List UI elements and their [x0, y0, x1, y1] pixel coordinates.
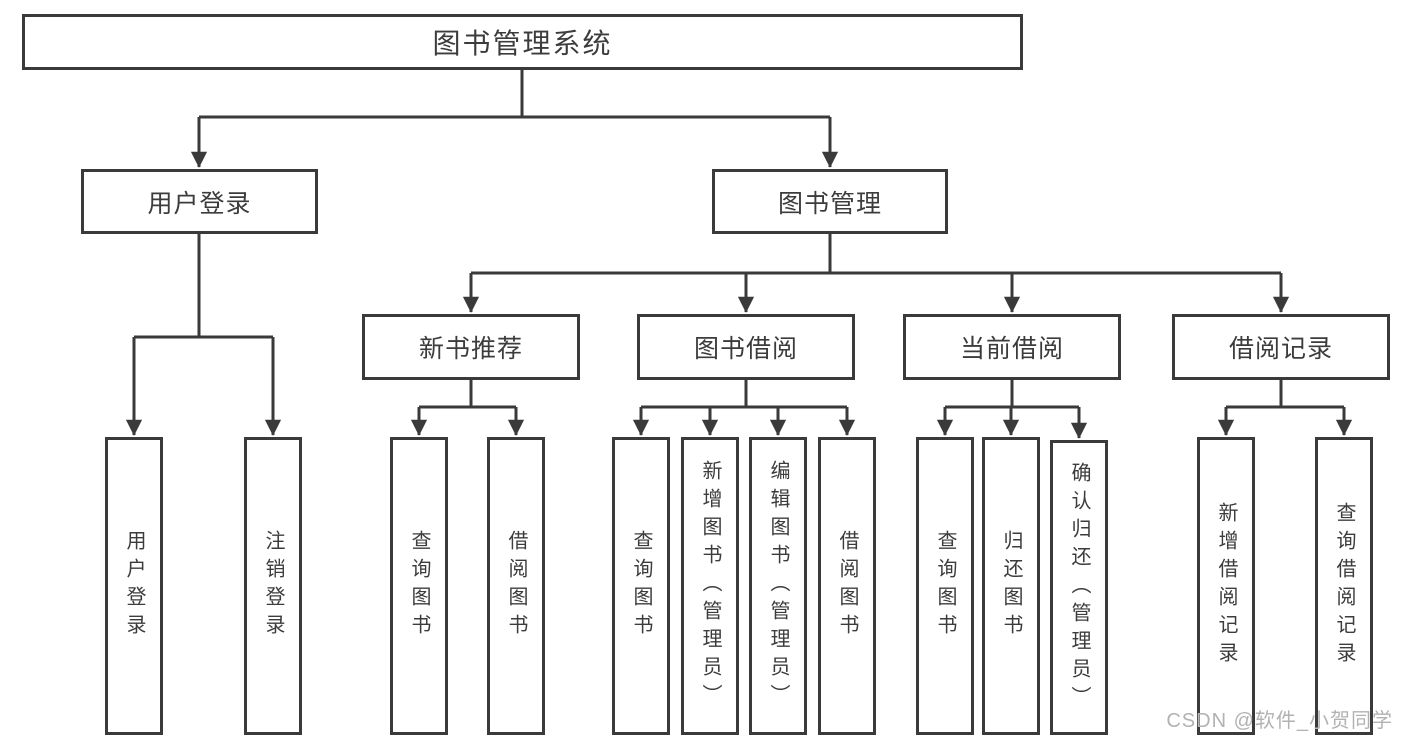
leaf-br-query-record-label: 查询借阅记录: [1333, 502, 1355, 670]
node-book-management: 图书管理: [712, 169, 948, 234]
leaf-br-add-record: 新增借阅记录: [1197, 437, 1255, 735]
node-root-library-management-system: 图书管理系统: [22, 14, 1023, 70]
leaf-user-login: 用户登录: [105, 437, 163, 735]
node-user-login: 用户登录: [81, 169, 318, 234]
leaf-bb-borrow-book: 借阅图书: [818, 437, 876, 735]
leaf-bb-edit-book-admin-label: 编辑图书（管理员）: [767, 460, 789, 712]
node-book-borrowing: 图书借阅: [637, 314, 855, 380]
leaf-bb-query-book: 查询图书: [612, 437, 670, 735]
node-new-book-recommendation: 新书推荐: [362, 314, 580, 380]
node-current-borrowing: 当前借阅: [903, 314, 1121, 380]
leaf-logout-login: 注销登录: [244, 437, 302, 735]
leaf-br-query-record: 查询借阅记录: [1315, 437, 1373, 735]
leaf-rec-query-book: 查询图书: [390, 437, 448, 735]
leaf-bb-add-book-admin: 新增图书（管理员）: [681, 437, 739, 735]
leaf-rec-borrow-book: 借阅图书: [487, 437, 545, 735]
leaf-cb-return-book: 归还图书: [982, 437, 1040, 735]
leaf-user-login-label: 用户登录: [123, 530, 145, 642]
leaf-cb-query-book-label: 查询图书: [934, 530, 956, 642]
leaf-cb-confirm-return-admin: 确认归还（管理员）: [1050, 440, 1108, 735]
leaf-bb-add-book-admin-label: 新增图书（管理员）: [699, 460, 721, 712]
leaf-rec-borrow-book-label: 借阅图书: [505, 530, 527, 642]
leaf-cb-return-book-label: 归还图书: [1000, 530, 1022, 642]
leaf-cb-query-book: 查询图书: [916, 437, 974, 735]
node-borrowing-records: 借阅记录: [1172, 314, 1390, 380]
leaf-br-add-record-label: 新增借阅记录: [1215, 502, 1237, 670]
leaf-logout-login-label: 注销登录: [262, 530, 284, 642]
leaf-cb-confirm-return-admin-label: 确认归还（管理员）: [1068, 461, 1090, 714]
leaf-bb-query-book-label: 查询图书: [630, 530, 652, 642]
leaf-bb-edit-book-admin: 编辑图书（管理员）: [749, 437, 807, 735]
leaf-rec-query-book-label: 查询图书: [408, 530, 430, 642]
leaf-bb-borrow-book-label: 借阅图书: [836, 530, 858, 642]
